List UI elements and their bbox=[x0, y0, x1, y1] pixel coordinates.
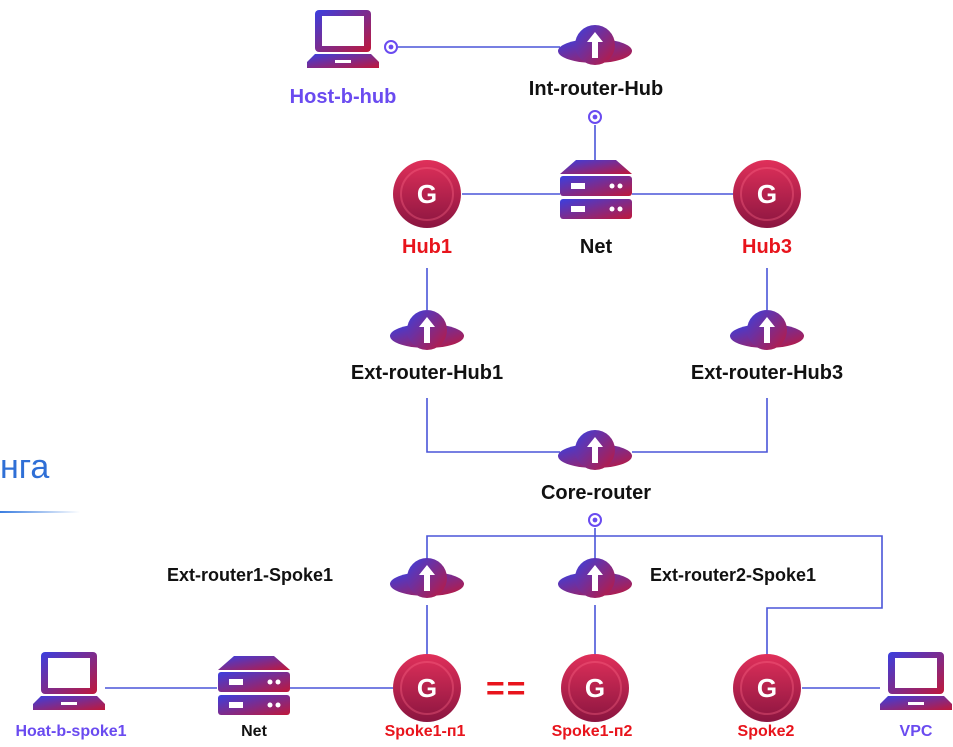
label-ext-router1-spoke1: Ext-router1-Spoke1 bbox=[167, 565, 334, 585]
g-node-icon[interactable]: G bbox=[561, 654, 629, 722]
link-core-ext1 bbox=[426, 535, 595, 560]
port-dot-int-router bbox=[588, 110, 602, 124]
router-icon[interactable] bbox=[558, 430, 632, 470]
router-icon[interactable] bbox=[558, 558, 632, 598]
label-net-bottom: Net bbox=[241, 723, 267, 740]
router-icon[interactable] bbox=[558, 25, 632, 65]
label-net-top: Net bbox=[579, 236, 613, 258]
router-icon[interactable] bbox=[730, 310, 804, 350]
cropped-heading-fragment: нга bbox=[0, 448, 50, 486]
label-core-router: Core-router bbox=[540, 482, 652, 504]
g-node-icon[interactable]: G bbox=[393, 654, 461, 722]
label-int-router-hub: Int-router-Hub bbox=[528, 78, 664, 100]
link-core-spoke2 bbox=[595, 535, 883, 655]
label-vpc: VPC bbox=[899, 723, 933, 740]
label-hub1: Hub1 bbox=[402, 236, 452, 258]
svg-text:G: G bbox=[585, 673, 605, 703]
link-ext1-core bbox=[426, 398, 560, 453]
switch-icon[interactable] bbox=[560, 160, 632, 219]
label-ext-router-hub3: Ext-router-Hub3 bbox=[690, 362, 844, 384]
switch-icon[interactable] bbox=[218, 656, 290, 715]
label-host-b-hub: Host-b-hub bbox=[289, 86, 397, 108]
g-node-icon[interactable]: G bbox=[733, 654, 801, 722]
label-hoat-b-spoke1: Hoat-b-spoke1 bbox=[15, 723, 127, 740]
label-spoke2: Spoke2 bbox=[737, 723, 795, 740]
svg-text:G: G bbox=[757, 673, 777, 703]
link-ext3-core bbox=[632, 398, 768, 453]
laptop-icon[interactable] bbox=[307, 10, 379, 68]
svg-text:G: G bbox=[757, 179, 777, 209]
connection-lines bbox=[105, 46, 883, 689]
label-spoke1-n1: Spoke1-п1 bbox=[384, 723, 466, 740]
label-ext-router-hub1: Ext-router-Hub1 bbox=[350, 362, 504, 384]
router-icon[interactable] bbox=[390, 310, 464, 350]
label-hub3: Hub3 bbox=[742, 236, 792, 258]
port-dot-host bbox=[384, 40, 398, 54]
svg-text:G: G bbox=[417, 673, 437, 703]
laptop-icon[interactable] bbox=[880, 652, 952, 710]
label-spoke1-n2: Spoke1-п2 bbox=[551, 723, 633, 740]
label-ext-router2-spoke1: Ext-router2-Spoke1 bbox=[650, 565, 817, 585]
port-dots bbox=[384, 40, 602, 527]
g-node-icon[interactable]: G bbox=[733, 160, 801, 228]
port-dot-core-router bbox=[588, 513, 602, 527]
fragment-underline bbox=[0, 511, 80, 513]
equal-sign: == bbox=[486, 670, 528, 706]
svg-text:G: G bbox=[417, 179, 437, 209]
router-icon[interactable] bbox=[390, 558, 464, 598]
laptop-icon[interactable] bbox=[33, 652, 105, 710]
g-node-icon[interactable]: G bbox=[393, 160, 461, 228]
